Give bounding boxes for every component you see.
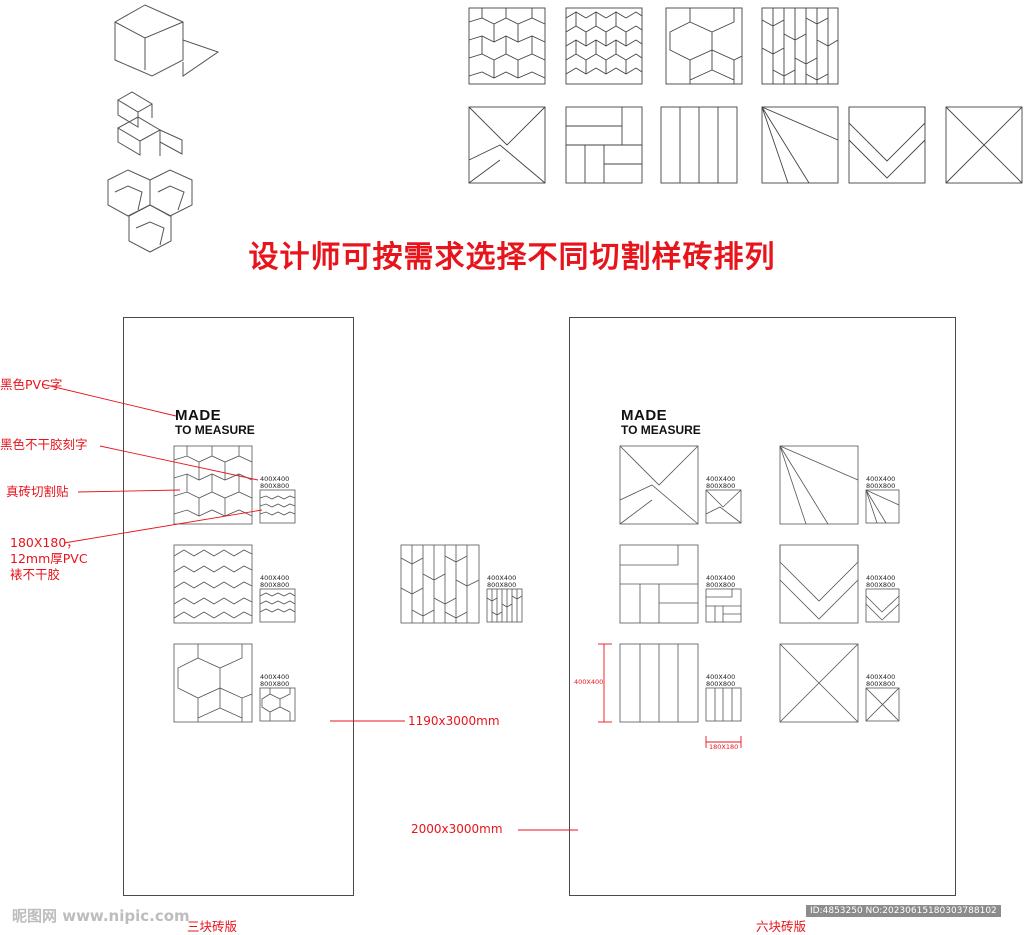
board-three-tile xyxy=(123,317,354,896)
swatch-pentagon xyxy=(468,7,546,85)
swatch-cut-a xyxy=(468,106,546,184)
swatch-cut-e xyxy=(848,106,926,184)
caption-six-tile: 六块砖版 xyxy=(756,919,807,934)
callout-pvc-board: 180X180， 12mm厚PVC 裱不干胶 xyxy=(10,535,88,582)
watermark-site: 昵图网 www.nipic.com xyxy=(12,907,190,925)
tile-herringbone-large xyxy=(400,544,480,624)
callout-pvc-letters: 黑色PVC字 xyxy=(0,377,63,392)
swatch-cut-c xyxy=(660,106,738,184)
tile-herringbone-small xyxy=(486,588,523,623)
heading-line1: MADE xyxy=(175,407,222,424)
swatch-cube xyxy=(565,7,643,85)
heading-line2: TO MEASURE xyxy=(175,423,255,437)
heading-line2: TO MEASURE xyxy=(621,423,701,437)
dimension-large-board: 2000x3000mm xyxy=(411,822,503,836)
dimension-tile-small: 180X180 xyxy=(709,743,739,751)
page-title: 设计师可按需求选择不同切割样砖排列 xyxy=(248,240,776,275)
caption-three-tile: 三块砖版 xyxy=(187,919,238,934)
dimension-small-board: 1190x3000mm xyxy=(408,714,500,728)
board-heading-right: MADE TO MEASURE xyxy=(621,408,701,437)
swatch-cut-d xyxy=(761,106,839,184)
watermark-id: ID:4853250 NO:20230615180303788102 xyxy=(806,905,1001,917)
heading-line1: MADE xyxy=(621,407,668,424)
callout-real-tile: 真砖切割贴 xyxy=(6,484,69,499)
swatch-cut-f xyxy=(945,106,1023,184)
swatch-cut-b xyxy=(565,106,643,184)
board-heading-left: MADE TO MEASURE xyxy=(175,408,255,437)
swatch-large-cube xyxy=(665,7,743,85)
swatch-herringbone xyxy=(761,7,839,85)
dimension-tile-height: 400X400 xyxy=(574,678,604,686)
callout-vinyl-letters: 黑色不干胶刻字 xyxy=(0,437,88,452)
board-six-tile xyxy=(569,317,956,896)
